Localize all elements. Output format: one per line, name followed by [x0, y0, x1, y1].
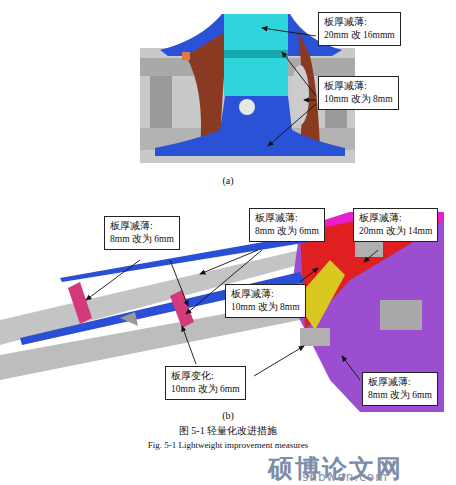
callout-box: 板厚减薄:8mm 改为 6mm: [362, 372, 438, 406]
callout-text: 板厚减薄:: [231, 288, 300, 301]
panel-label: (a): [222, 175, 233, 186]
callout-box: 板厚减薄:20mm 改 16mmm: [318, 12, 401, 46]
callout-text: 20mm 改 16mmm: [324, 29, 395, 42]
caption-english: Fig. 5-1 Lightweight improvement measure…: [148, 440, 309, 450]
callout-box: 板厚减薄:20mm 改为 14mm: [353, 208, 438, 242]
callout-text: 板厚减薄:: [255, 212, 319, 225]
callout-text: 8mm 改为 6mm: [110, 233, 174, 246]
callout-text: 10mm 改为 6mm: [171, 383, 240, 396]
part-b: [0, 212, 444, 412]
callout-text: 8mm 改为 6mm: [255, 225, 319, 238]
callout-text: 板厚减薄:: [110, 220, 174, 233]
callout-text: 板厚变化:: [171, 370, 240, 383]
panel-label: (b): [222, 410, 234, 421]
callout-text: 板厚减薄:: [368, 376, 432, 389]
callout-text: 8mm 改为 6mm: [368, 389, 432, 402]
caption: 图 5-1 轻量化改进措施: [179, 424, 277, 438]
callout-box: 板厚减薄:8mm 改为 6mm: [104, 216, 180, 250]
callout-text: 10mm 改为 8mm: [231, 301, 300, 314]
watermark-url: shbwen.com: [302, 470, 388, 484]
callout-text: 20mm 改为 14mm: [359, 225, 432, 238]
callout-box: 板厚减薄:10mm 改为 8mm: [318, 76, 399, 110]
callout-box: 板厚减薄:10mm 改为 8mm: [225, 284, 306, 318]
callout-text: 板厚减薄:: [324, 80, 393, 93]
callout-box: 板厚减薄:8mm 改为 6mm: [249, 208, 325, 242]
callout-text: 板厚减薄:: [359, 212, 432, 225]
callout-text: 10mm 改为 8mm: [324, 93, 393, 106]
callout-text: 板厚减薄:: [324, 16, 395, 29]
callout-box: 板厚变化:10mm 改为 6mm: [165, 366, 246, 400]
